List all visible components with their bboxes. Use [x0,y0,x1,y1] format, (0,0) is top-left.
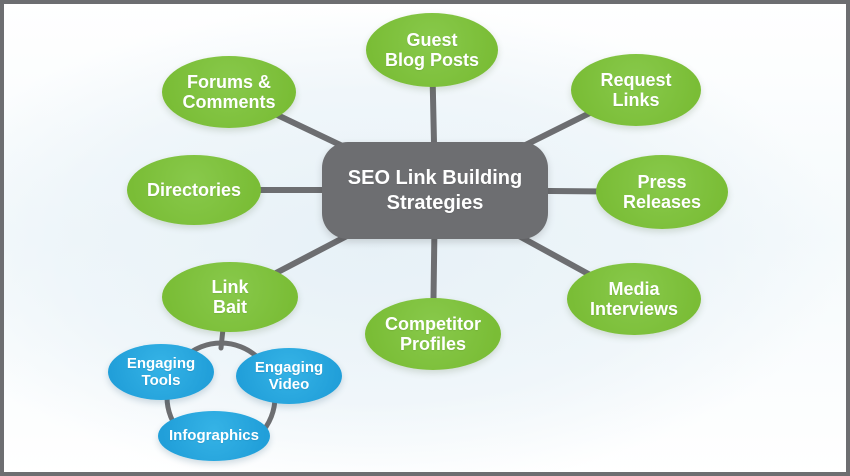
node-label: Directories [146,179,242,200]
node-label: Competitor Profiles [385,313,481,354]
node-label: Forums & Comments [182,71,276,112]
subnode-engaging-tools: Engaging Tools [108,344,214,400]
node-forums-comments: Forums & Comments [162,56,296,128]
center-node-label: SEO Link Building Strategies [347,166,523,214]
node-label: Media Interviews [589,278,679,319]
center-node-seo-link-building-strategies: SEO Link Building Strategies [322,142,548,239]
subnode-label: Infographics [168,427,259,445]
node-label: Press Releases [622,171,702,212]
node-label: Guest Blog Posts [384,29,479,70]
subnode-infographics: Infographics [158,411,270,461]
node-label: Link Bait [211,276,249,317]
node-link-bait: Link Bait [162,262,298,332]
node-competitor-profiles: Competitor Profiles [365,298,501,370]
subnode-label: Engaging Video [254,358,324,393]
node-media-interviews: Media Interviews [567,263,701,335]
node-press-releases: Press Releases [596,155,728,229]
subnode-engaging-video: Engaging Video [236,348,342,404]
node-request-links: Request Links [571,54,701,126]
subnode-label: Engaging Tools [126,354,196,389]
node-directories: Directories [127,155,261,225]
node-label: Request Links [600,69,672,110]
node-guest-blog-posts: Guest Blog Posts [366,13,498,87]
